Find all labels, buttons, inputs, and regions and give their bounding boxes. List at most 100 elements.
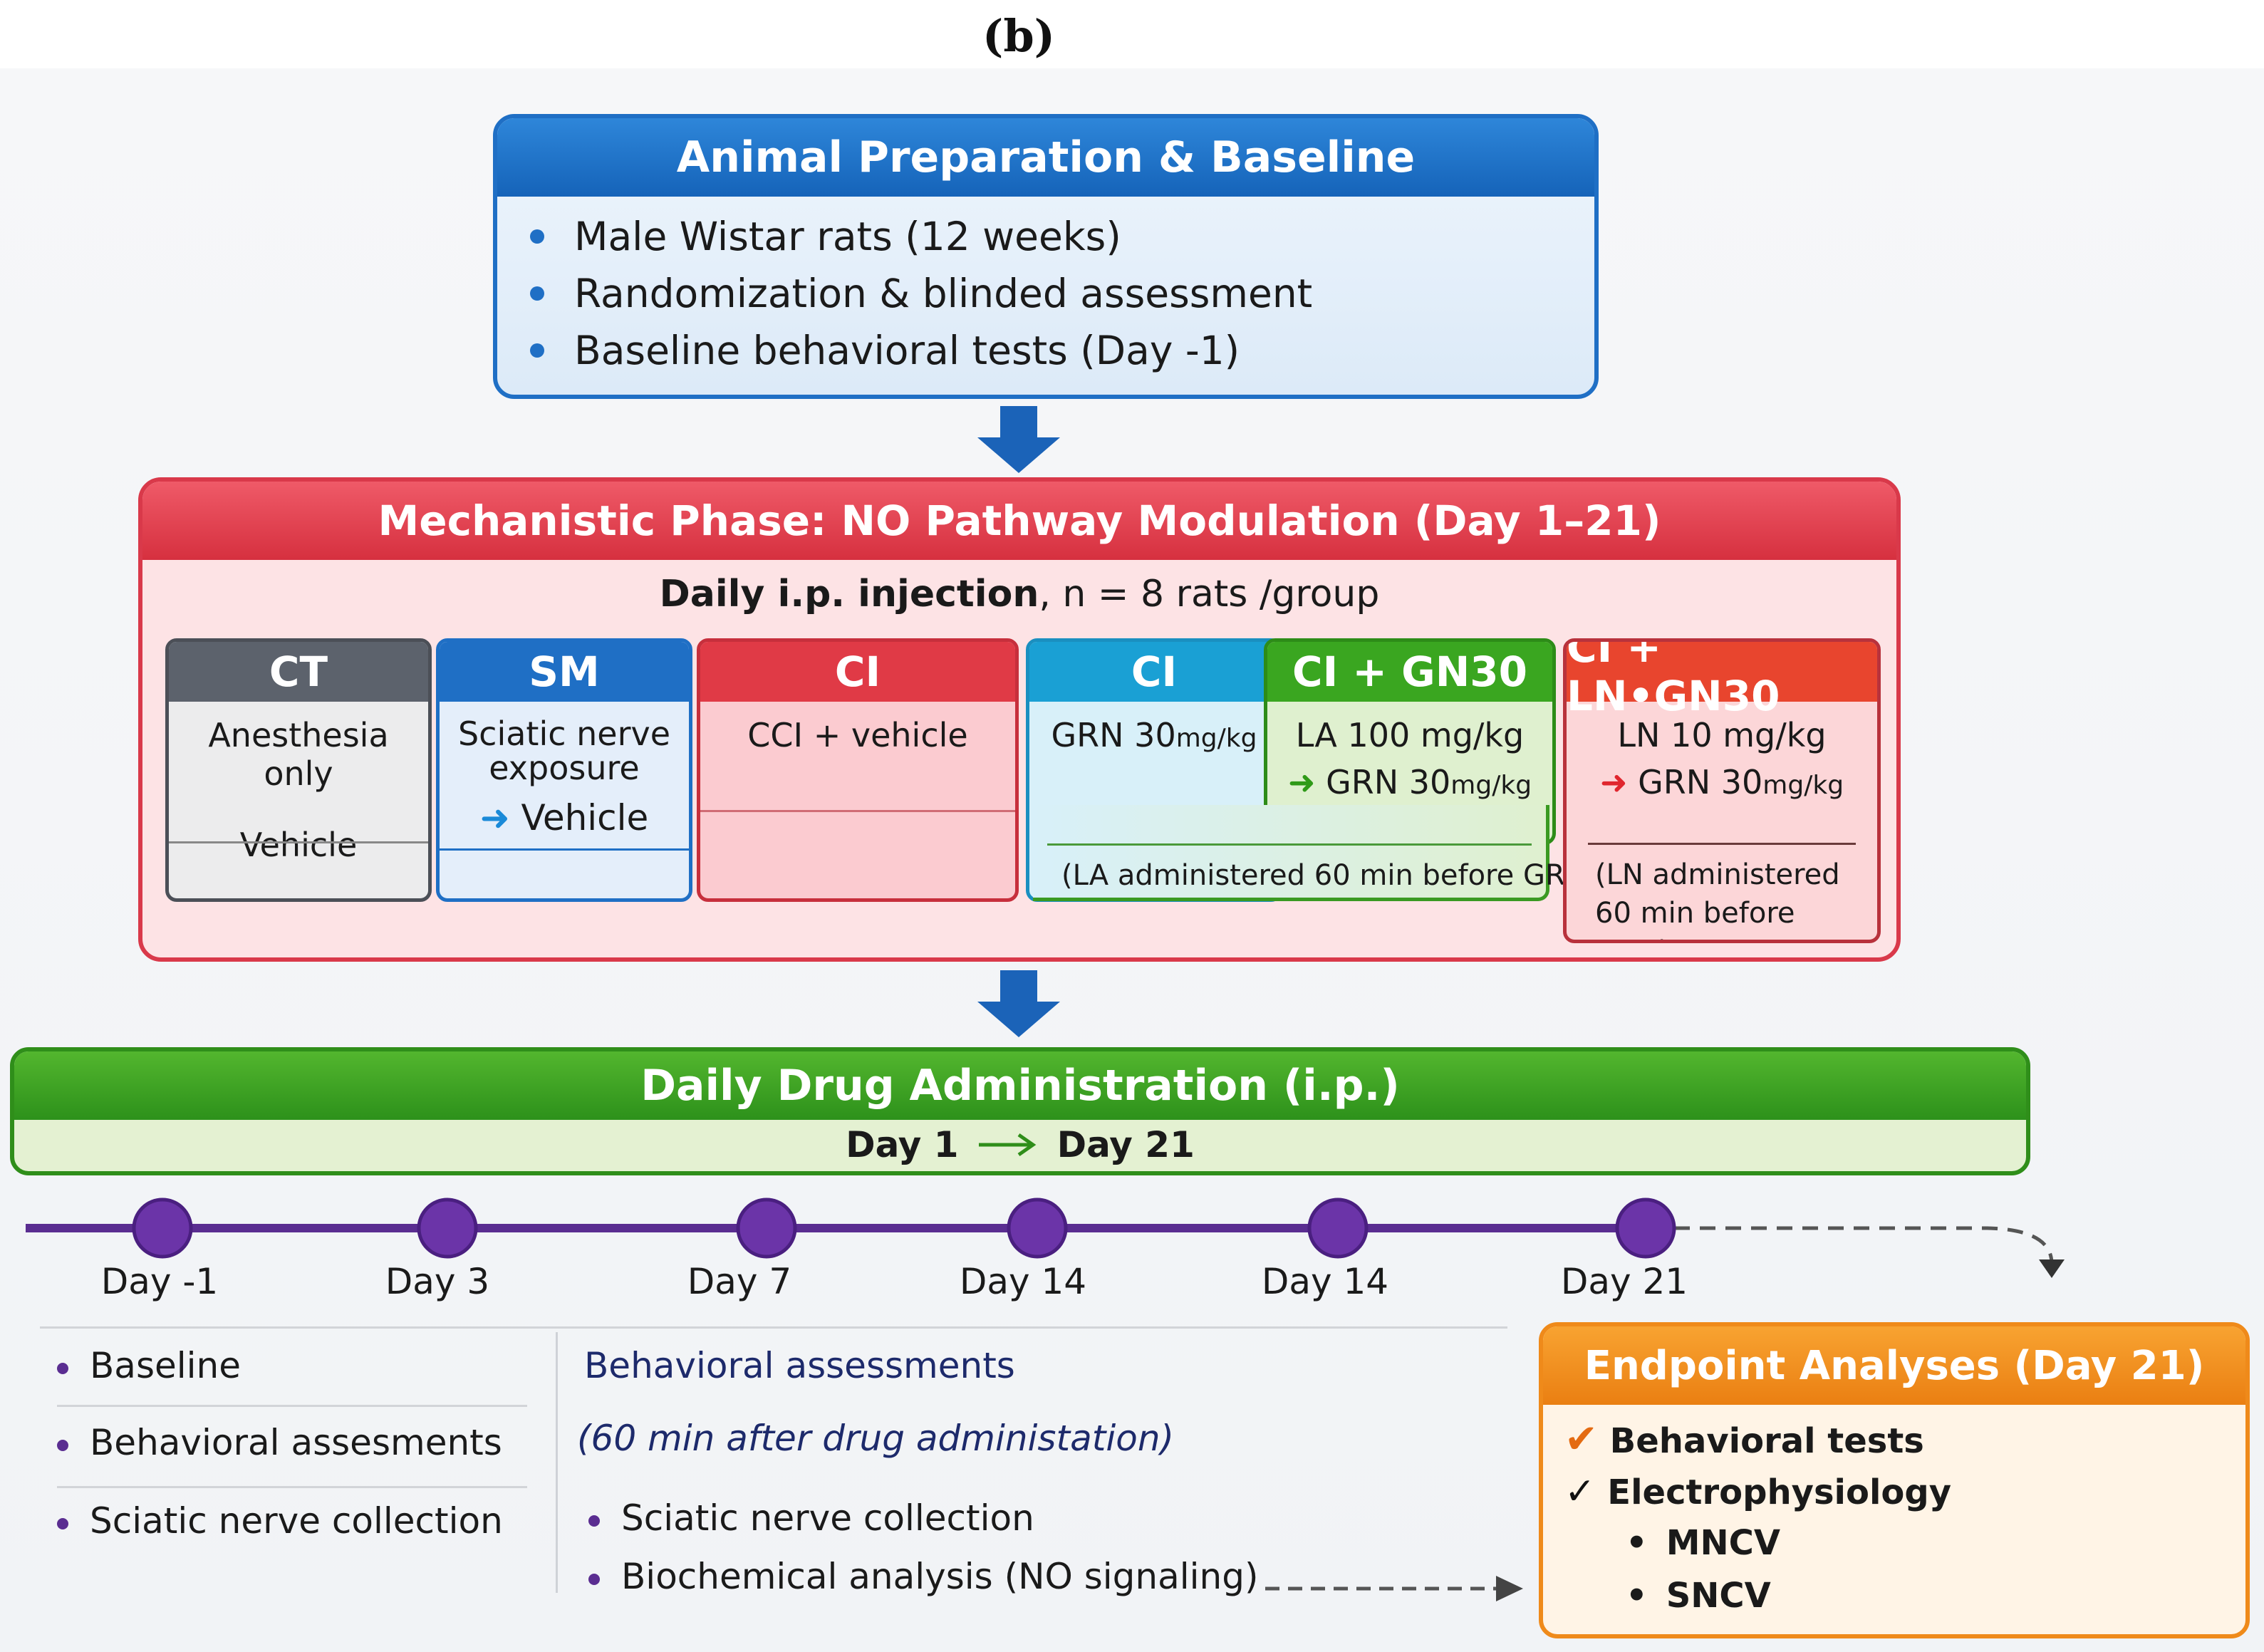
group-sm: SM Sciatic nerve exposure ➜ Vehicle bbox=[436, 638, 692, 902]
bullet-icon bbox=[57, 1362, 68, 1374]
endpoint-item-label: Behavioral tests bbox=[1609, 1421, 1924, 1461]
group-ci-ln-gn30-label: CI + LN•GN30 bbox=[1567, 642, 1877, 720]
day-range-start: Day 1 bbox=[846, 1124, 959, 1165]
endpoint-title: Endpoint Analyses (Day 21) bbox=[1543, 1326, 2245, 1405]
group-sm-label: SM bbox=[440, 642, 689, 702]
panel-label: (b) bbox=[982, 10, 1056, 62]
prep-item: Baseline behavioral tests (Day -1) bbox=[530, 322, 1594, 379]
timeline-node bbox=[1307, 1198, 1369, 1259]
middle-heading: Behavioral assessments bbox=[584, 1345, 1015, 1386]
group-sm-line1b: exposure bbox=[489, 749, 640, 787]
arrow-right-icon: ➜ bbox=[1287, 763, 1316, 801]
mechanistic-phase-box: Mechanistic Phase: NO Pathway Modulation… bbox=[138, 477, 1901, 962]
group-ci-line1: CCI + vehicle bbox=[747, 716, 968, 754]
down-arrow-icon bbox=[977, 970, 1060, 1037]
arrow-right-icon: ➜ bbox=[479, 797, 510, 838]
group-size: , n = 8 rats /group bbox=[1039, 573, 1380, 615]
endpoint-item-label: Electrophysiology bbox=[1607, 1472, 1952, 1512]
day-range: Day 1 Day 21 bbox=[14, 1120, 2026, 1170]
timeline bbox=[26, 1198, 2065, 1278]
check-icon: ✓ bbox=[1564, 1470, 1596, 1513]
group-sm-line2-wrap: ➜ Vehicle bbox=[440, 797, 689, 838]
group-ci-ln-line2-wrap: ➜ GRN 30mg/kg bbox=[1567, 763, 1877, 801]
group-sm-line1: Sciatic nerve bbox=[457, 715, 671, 753]
timeline-node bbox=[132, 1198, 193, 1259]
dose-unit: mg/kg bbox=[1175, 724, 1257, 753]
group-ci-gn30-line1: LA 100 mg/kg bbox=[1295, 716, 1525, 754]
timeline-label: Day 3 bbox=[385, 1261, 490, 1302]
divider bbox=[700, 810, 1015, 812]
group-ci-ln-gn30: CI + LN•GN30 LN 10 mg/kg ➜ GRN 30mg/kg (… bbox=[1563, 638, 1881, 943]
animal-preparation-title: Animal Preparation & Baseline bbox=[497, 118, 1594, 197]
divider bbox=[1047, 843, 1532, 846]
arrow-right-icon: ➜ bbox=[1599, 763, 1628, 801]
divider bbox=[169, 841, 428, 843]
list-item: Sciatic nerve collection bbox=[57, 1500, 503, 1542]
middle-note: (60 min after drug administation) bbox=[577, 1418, 1175, 1459]
bullet-icon bbox=[57, 1439, 68, 1451]
arrow-down-icon bbox=[2039, 1259, 2065, 1278]
group-ct-label: CT bbox=[169, 642, 428, 702]
timeline-label: Day 14 bbox=[1261, 1261, 1389, 1302]
endpoint-subitem: •MNCV bbox=[1626, 1523, 1780, 1563]
bullet-icon bbox=[57, 1517, 68, 1529]
list-item: Biochemical analysis (NO signaling) bbox=[588, 1556, 1258, 1597]
down-arrow-icon bbox=[977, 406, 1060, 473]
group-ci-grn-dose: GRN 30mg/kg bbox=[1029, 716, 1279, 754]
list-item: Sciatic nerve collection bbox=[588, 1497, 1034, 1539]
endpoint-subitem-label: SNCV bbox=[1666, 1576, 1771, 1616]
timeline-node bbox=[417, 1198, 478, 1259]
check-icon: ✔ bbox=[1564, 1416, 1598, 1463]
mechanistic-phase-title: Mechanistic Phase: NO Pathway Modulation… bbox=[142, 482, 1896, 560]
dashed-arrow-icon bbox=[1265, 1576, 1523, 1601]
ln-note-line2: 60 min before GRN) bbox=[1595, 897, 1795, 940]
endpoint-subitem: • SNCV bbox=[1626, 1576, 1771, 1616]
bullet-icon bbox=[588, 1573, 600, 1585]
bullet-icon: • bbox=[1626, 1523, 1648, 1563]
prep-item: Randomization & blinded assessment bbox=[530, 265, 1594, 322]
list-item-label: Behavioral assesments bbox=[90, 1422, 502, 1463]
timeline-node bbox=[1615, 1198, 1676, 1259]
timeline-extension bbox=[1674, 1226, 2054, 1264]
ln-note: (LN administered 60 min before GRN) bbox=[1595, 856, 1877, 940]
arrow-right-icon bbox=[978, 1133, 1036, 1157]
group-ci-ln-line1: LN 10 mg/kg bbox=[1617, 716, 1827, 754]
timeline-label: Day 21 bbox=[1560, 1261, 1688, 1302]
list-item-label: Baseline bbox=[90, 1345, 241, 1386]
group-ci-grn-label: CI bbox=[1029, 642, 1279, 702]
dose-value: GRN 30 bbox=[1638, 763, 1763, 801]
endpoint-analyses-box: Endpoint Analyses (Day 21) ✔ Behavioral … bbox=[1539, 1322, 2250, 1638]
group-ci-gn30-label: CI + GN30 bbox=[1267, 642, 1552, 702]
column-divider bbox=[556, 1332, 558, 1593]
dose-value: GRN 30 bbox=[1051, 716, 1176, 754]
daily-administration-title: Daily Drug Administration (i.p.) bbox=[14, 1051, 2026, 1120]
la-note: (LA administered 60 min before GRN) bbox=[1061, 859, 1598, 892]
group-ci-gn30-line2-wrap: ➜ GRN 30mg/kg bbox=[1267, 763, 1552, 801]
timeline-label: Day -1 bbox=[100, 1261, 219, 1302]
endpoint-item: ✓ Electrophysiology bbox=[1564, 1470, 1951, 1513]
bullet-icon: • bbox=[1626, 1576, 1648, 1616]
group-sm-line2: Vehicle bbox=[521, 797, 649, 838]
dose-unit: mg/kg bbox=[1762, 771, 1844, 800]
injection-label: Daily i.p. injection bbox=[659, 573, 1039, 615]
group-ct: CT Anesthesia only Vehicle bbox=[165, 638, 432, 902]
group-ci-label: CI bbox=[700, 642, 1015, 702]
group-ct-line1: Anesthesia only bbox=[208, 716, 389, 793]
section-divider bbox=[40, 1326, 1507, 1329]
list-divider bbox=[57, 1405, 527, 1407]
timeline-label: Day 7 bbox=[687, 1261, 792, 1302]
list-item: Behavioral assesments bbox=[57, 1422, 502, 1463]
ln-note-line1: (LN administered bbox=[1595, 858, 1840, 891]
injection-subtitle: Daily i.p. injection, n = 8 rats /group bbox=[142, 573, 1896, 615]
timeline-label: Day 14 bbox=[959, 1261, 1087, 1302]
daily-administration-bar: Daily Drug Administration (i.p.) Day 1 D… bbox=[10, 1047, 2030, 1175]
timeline-node bbox=[736, 1198, 797, 1259]
day-range-end: Day 21 bbox=[1056, 1124, 1195, 1165]
prep-item: Male Wistar rats (12 weeks) bbox=[530, 208, 1594, 265]
dose-value: GRN 30 bbox=[1326, 763, 1451, 801]
list-item-label: Biochemical analysis (NO signaling) bbox=[621, 1556, 1259, 1597]
list-divider bbox=[57, 1486, 527, 1488]
group-ci: CI CCI + vehicle bbox=[697, 638, 1019, 902]
divider bbox=[440, 848, 689, 851]
dose-unit: mg/kg bbox=[1450, 771, 1532, 800]
